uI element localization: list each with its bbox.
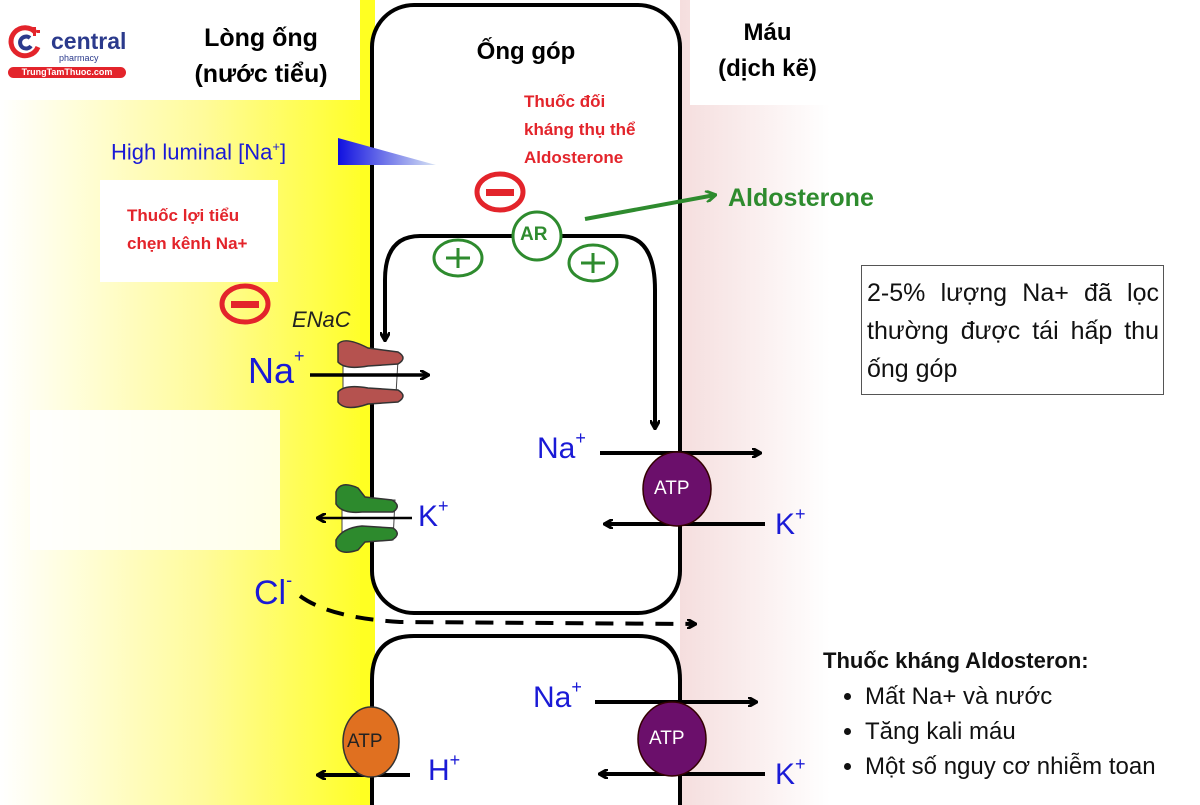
ion-k-upper-pump: K+ [775, 504, 806, 542]
na-channel-blocker-label: Thuốc lợi tiểu chẹn kênh Na+ [127, 202, 247, 258]
summary-item: Một số nguy cơ nhiễm toan [865, 749, 1200, 784]
aldosterone-label: Aldosterone [728, 184, 874, 212]
atp-label-upper: ATP [654, 478, 690, 499]
header-blood: Máu (dịch kẽ) [705, 15, 830, 87]
atp-pump-upper [642, 451, 712, 527]
ion-charge: + [795, 754, 806, 774]
ion-k-text: K [418, 500, 439, 533]
ion-charge: - [286, 570, 293, 590]
ion-charge: + [571, 677, 582, 697]
high-luminal-end: ] [280, 139, 287, 165]
ion-k-lumen: K+ [418, 496, 449, 534]
ar-antagonist-line2: kháng thụ thể [524, 120, 636, 139]
ar-antagonist-label: Thuốc đối kháng thụ thể Aldosterone [524, 88, 635, 172]
ion-charge: + [438, 496, 449, 516]
ion-charge: + [294, 346, 305, 366]
ion-na-lower-pump: Na+ [533, 677, 582, 715]
ion-charge: + [575, 428, 586, 448]
ion-na-text: Na [248, 350, 295, 391]
ion-cl: Cl- [254, 570, 292, 613]
logo-site: TrungTamThuoc.com [8, 67, 126, 78]
ion-na-upper-pump: Na+ [537, 428, 586, 466]
ar-antagonist-line3: Aldosterone [524, 148, 624, 167]
ion-k-text: K [775, 508, 796, 541]
ar-antagonist-line1: Thuốc đối [524, 92, 606, 111]
high-luminal-na-label: High luminal [Na+] [111, 139, 286, 165]
header-duct: Ống góp [476, 38, 576, 65]
ion-cl-text: Cl [254, 574, 287, 612]
aldosterone-antagonist-summary: Thuốc kháng Aldosteron: Mất Na+ và nước … [823, 645, 1200, 784]
ion-h: H+ [428, 750, 460, 788]
central-pharmacy-logo: central pharmacy TrungTamThuoc.com [6, 22, 136, 82]
ion-charge: + [795, 504, 806, 524]
header-blood-line2: (dịch kẽ) [718, 55, 817, 82]
header-blood-line1: Máu [743, 19, 792, 46]
atp-label-h-pump: ATP [347, 731, 383, 752]
principal-cell-upper [370, 3, 682, 615]
logo-brand: central [51, 28, 127, 54]
na-blocker-line1: Thuốc lợi tiểu [127, 206, 240, 225]
ar-signal-path-right [560, 234, 655, 428]
k-channel [335, 484, 398, 553]
plus-icon-right [567, 243, 619, 283]
logo-mark-icon [8, 25, 41, 59]
high-luminal-text: High luminal [Na [111, 139, 273, 165]
header-lumen: Lòng ống (nước tiểu) [190, 20, 332, 92]
header-lumen-line1: Lòng ống [204, 24, 318, 52]
atp-pump-lower [637, 701, 707, 777]
ion-na-text: Na [533, 681, 572, 714]
ar-signal-path-left [385, 234, 518, 340]
logo-sub: pharmacy [59, 53, 99, 63]
enac-label: ENaC [292, 307, 351, 332]
atp-label-lower: ATP [649, 728, 685, 749]
minus-icon-ar-antagonist [474, 171, 526, 213]
summary-title: Thuốc kháng Aldosteron: [823, 648, 1089, 673]
aldosterone-arrow [584, 195, 715, 221]
ion-k-lower-pump: K+ [775, 754, 806, 792]
ion-na-lumen: Na+ [248, 346, 305, 392]
summary-item: Mất Na+ và nước [865, 679, 1200, 714]
header-lumen-line2: (nước tiểu) [194, 60, 328, 88]
ion-k-text: K [775, 758, 796, 791]
atp-h-pump [342, 706, 400, 778]
ion-na-text: Na [537, 432, 576, 465]
blood-region [680, 0, 830, 805]
high-luminal-sup: + [272, 139, 280, 154]
intercalated-cell-lower [370, 634, 682, 805]
minus-icon-na-blocker [219, 283, 271, 325]
na-gradient-triangle [338, 138, 436, 165]
reabsorption-note: 2-5% lượng Na+ đã lọc thường được tái hấ… [861, 265, 1164, 395]
ion-h-text: H [428, 754, 450, 787]
enac-channel [337, 340, 404, 409]
summary-item: Tăng kali máu [865, 714, 1200, 749]
summary-list: Mất Na+ và nước Tăng kali máu Một số ngu… [823, 679, 1200, 784]
ion-charge: + [449, 750, 461, 770]
ar-label: AR [520, 224, 548, 245]
ar-receptor [511, 210, 563, 262]
plus-icon-left [432, 238, 484, 278]
cl-paracellular-arrow [298, 594, 695, 624]
na-blocker-line2: chẹn kênh Na+ [127, 234, 248, 253]
